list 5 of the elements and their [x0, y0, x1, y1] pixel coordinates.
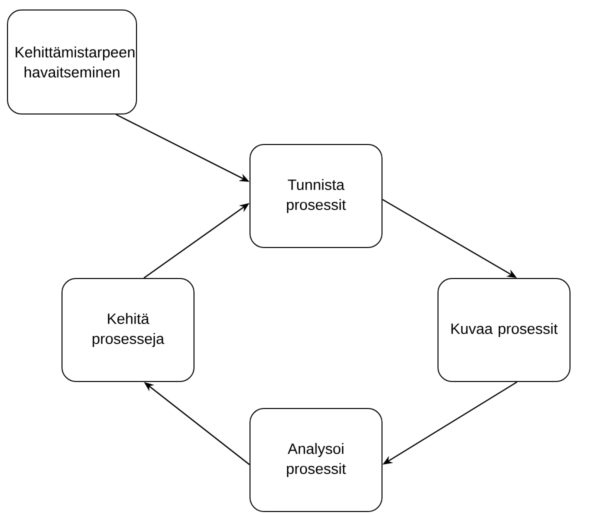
process-box: Analysoi prosessit: [250, 408, 382, 512]
process-box: Kuvaa prosessit: [438, 278, 570, 382]
process-box: Tunnista prosessit: [250, 144, 382, 248]
process-box: Kehitä prosesseja: [62, 278, 194, 382]
process-box: Kehittämistarpeen havaitseminen: [7, 10, 137, 114]
